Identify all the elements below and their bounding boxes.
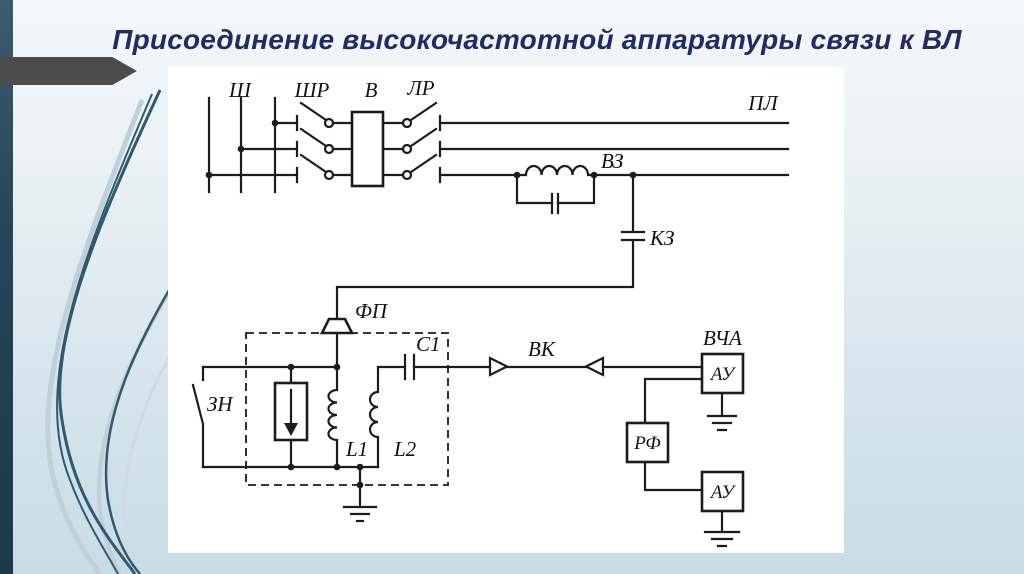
diagram-panel: Ш ШР В ЛР ПЛ ВЗ КЗ ФП ЗН С1 ВК ВЧА L1 L2… <box>168 67 844 553</box>
decorative-swooshes <box>45 89 252 574</box>
terminal-unit-2 <box>700 470 745 548</box>
hf-cable <box>488 356 704 377</box>
schematic: Ш ШР В ЛР ПЛ ВЗ КЗ ФП ЗН С1 ВК ВЧА L1 L2… <box>191 76 790 548</box>
link-rf-au2 <box>643 460 704 492</box>
label-inductor-l2: L2 <box>393 437 417 461</box>
label-grounding-switch: ЗН <box>207 392 234 416</box>
grounding-switch <box>191 365 205 469</box>
inductor-l1 <box>327 365 339 469</box>
slide-title: Присоединение высокочастотной аппаратуры… <box>112 24 962 55</box>
line-trap <box>515 164 596 215</box>
junction-dots <box>205 119 637 489</box>
label-coupling-capacitor: КЗ <box>649 226 674 250</box>
inductor-l2-and-c1 <box>368 353 492 469</box>
label-terminal-unit-1: АУ <box>709 364 736 385</box>
label-hf-cable: ВК <box>528 337 556 361</box>
busbars <box>207 96 277 194</box>
terminal-unit-1 <box>700 352 745 432</box>
separation-filter-box <box>625 421 670 464</box>
label-line-disconnector: ЛР <box>406 76 434 100</box>
label-power-line: ПЛ <box>747 91 779 115</box>
link-au1-rf <box>643 377 704 425</box>
line-disconnector-switches <box>381 101 442 184</box>
filter-cabinet-outline <box>245 332 449 486</box>
coupling-capacitor <box>335 173 646 320</box>
label-inductor-l1: L1 <box>345 437 368 461</box>
surge-arrester <box>273 365 309 469</box>
breaker-box <box>350 110 385 188</box>
bus-disconnector-switches <box>295 101 354 184</box>
coupling-filter-symbol <box>319 317 355 369</box>
label-bus: Ш <box>228 78 252 102</box>
label-bus-disconnector: ШР <box>294 78 330 102</box>
title-arrow <box>0 57 137 85</box>
label-terminal-unit-2: АУ <box>709 482 736 503</box>
label-hf-apparatus: ВЧА <box>703 326 742 350</box>
phase-lines-left <box>207 121 299 177</box>
label-line-trap: ВЗ <box>601 149 624 173</box>
accent-bar <box>0 0 13 574</box>
label-separation-filter: РФ <box>633 433 660 454</box>
cabinet-ground <box>342 465 378 523</box>
label-capacitor-c1: С1 <box>416 332 441 356</box>
phase-lines-right <box>438 121 790 177</box>
label-breaker: В <box>365 78 378 102</box>
label-coupling-filter: ФП <box>355 299 389 323</box>
